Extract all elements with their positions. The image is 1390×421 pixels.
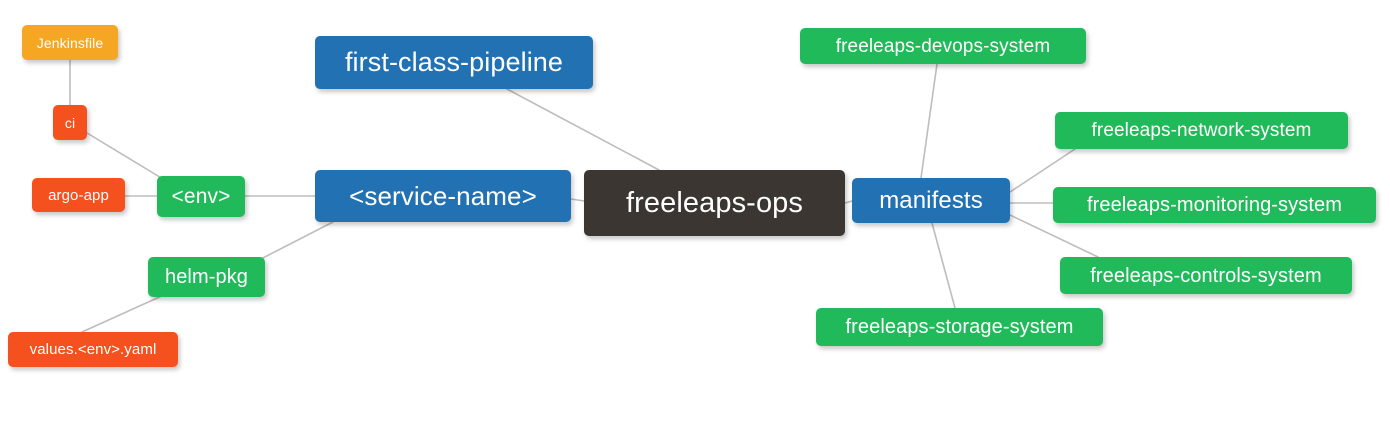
node-freeleaps-devops-system[interactable]: freeleaps-devops-system — [800, 28, 1086, 64]
node-service-name[interactable]: <service-name> — [315, 170, 571, 222]
node-label-helm-pkg: helm-pkg — [164, 266, 249, 288]
edge-service-name-to-freeleaps-ops — [570, 198, 585, 202]
node-label-freeleaps-network-system: freeleaps-network-system — [1091, 120, 1312, 141]
node-jenkinsfile[interactable]: Jenkinsfile — [22, 25, 118, 60]
node-label-first-class-pipeline: first-class-pipeline — [344, 47, 564, 77]
edge-ci-to-env — [86, 132, 164, 180]
node-label-freeleaps-ops: freeleaps-ops — [625, 186, 803, 219]
edge-manifests-to-freeleaps-network-system — [1009, 148, 1076, 193]
node-label-service-name: <service-name> — [349, 181, 537, 211]
node-label-freeleaps-devops-system: freeleaps-devops-system — [835, 35, 1051, 57]
edge-freeleaps-ops-to-manifests — [844, 200, 853, 204]
node-freeleaps-storage-system[interactable]: freeleaps-storage-system — [816, 308, 1103, 346]
node-values-env-yaml[interactable]: values.<env>.yaml — [8, 332, 178, 367]
node-freeleaps-network-system[interactable]: freeleaps-network-system — [1055, 112, 1348, 149]
node-label-manifests: manifests — [879, 186, 983, 214]
node-label-env: <env> — [171, 185, 231, 208]
node-label-values-env-yaml: values.<env>.yaml — [29, 341, 157, 358]
node-freeleaps-ops[interactable]: freeleaps-ops — [584, 170, 845, 236]
node-first-class-pipeline[interactable]: first-class-pipeline — [315, 36, 593, 89]
node-label-argo-app: argo-app — [48, 186, 109, 204]
node-env[interactable]: <env> — [157, 176, 245, 217]
edge-manifests-to-freeleaps-storage-system — [931, 222, 956, 309]
edge-first-class-pipeline-to-freeleaps-ops — [506, 88, 660, 171]
node-freeleaps-monitoring-system[interactable]: freeleaps-monitoring-system — [1053, 187, 1376, 223]
node-label-jenkinsfile: Jenkinsfile — [36, 34, 104, 51]
node-argo-app[interactable]: argo-app — [32, 178, 125, 212]
node-ci[interactable]: ci — [53, 105, 87, 140]
node-helm-pkg[interactable]: helm-pkg — [148, 257, 265, 297]
node-label-freeleaps-monitoring-system: freeleaps-monitoring-system — [1086, 194, 1342, 216]
node-manifests[interactable]: manifests — [852, 178, 1010, 223]
node-freeleaps-controls-system[interactable]: freeleaps-controls-system — [1060, 257, 1352, 294]
node-label-freeleaps-storage-system: freeleaps-storage-system — [845, 316, 1074, 338]
node-label-freeleaps-controls-system: freeleaps-controls-system — [1090, 264, 1322, 287]
edge-manifests-to-freeleaps-devops-system — [920, 63, 938, 179]
edge-service-name-to-helm-pkg — [254, 221, 334, 263]
node-label-ci: ci — [64, 114, 76, 131]
